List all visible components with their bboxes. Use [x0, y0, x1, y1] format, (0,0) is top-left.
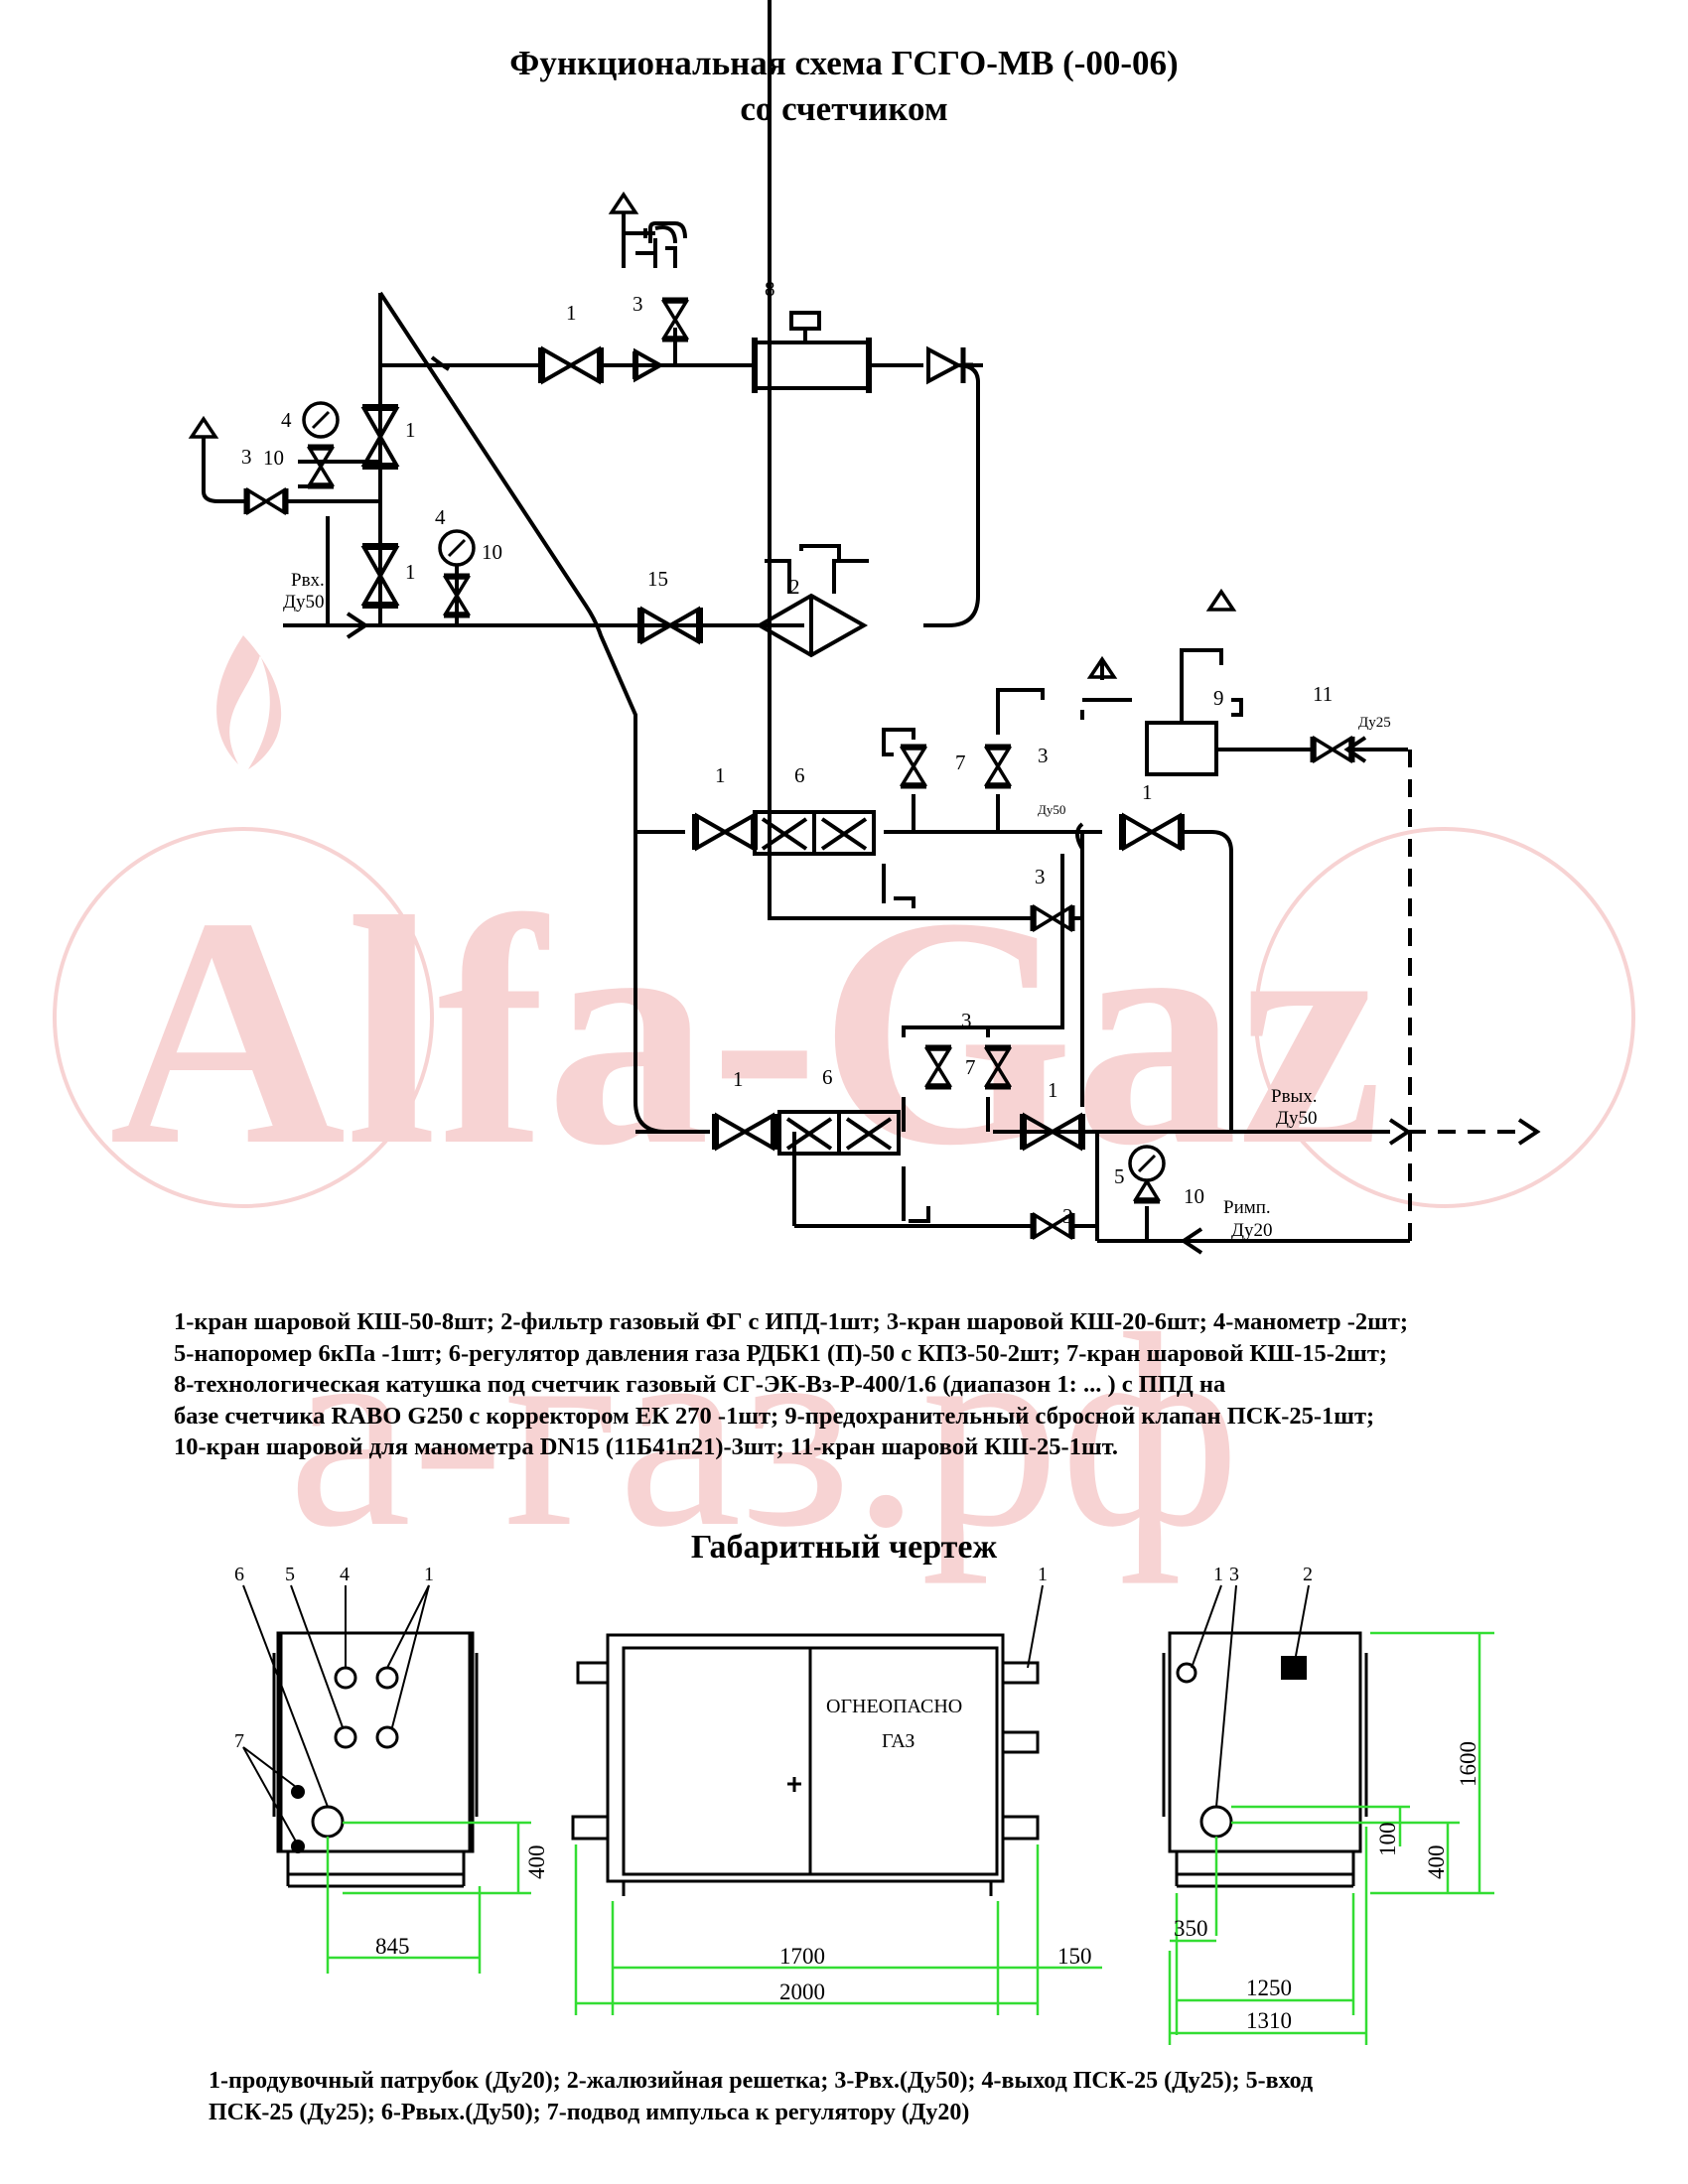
tag-6: 6 — [822, 1065, 833, 1089]
dimension-drawing: ОГНЕОПАСНО ГАЗ 6 5 4 1 7 1 1 3 2 845 400… — [234, 1564, 1494, 2045]
dim-tag-5: 5 — [285, 1564, 295, 1585]
watermark-domain: а-газ.рф — [288, 1276, 1240, 1584]
tag-10: 10 — [263, 446, 284, 470]
legend-line: 10-кран шаровой для манометра DN15 (11Б4… — [174, 1433, 1118, 1460]
tag-2: 2 — [789, 575, 800, 599]
legend-line: базе счетчика RABO G250 с корректором ЕК… — [174, 1402, 1375, 1430]
functional-schema: Рвх. Ду50 Рвых. Ду50 Римп. Ду20 Ду25 Ду5… — [190, 0, 1541, 1255]
label-inlet-diameter: Ду50 — [283, 592, 324, 613]
tag-9: 9 — [1213, 686, 1224, 710]
dim-right-small: 100 — [1375, 1823, 1400, 1857]
label-bypass-diameter: Ду50 — [1038, 802, 1065, 817]
left-view-body — [279, 1631, 472, 1853]
dim-tag-right-1: 1 — [1213, 1564, 1223, 1585]
dim-tag-front-1: 1 — [1038, 1564, 1048, 1585]
dim-right-mid: 400 — [1424, 1845, 1449, 1880]
tag-8: 8 — [765, 277, 775, 301]
dim-tag-7: 7 — [234, 1730, 244, 1752]
tag-1: 1 — [566, 301, 577, 325]
tag-4: 4 — [435, 505, 446, 529]
tag-10: 10 — [1184, 1184, 1204, 1208]
component-legend: 1-кран шаровой КШ-50-8шт; 2-фильтр газов… — [174, 1306, 1584, 1463]
dim-left-height: 400 — [524, 1845, 549, 1880]
dim-tag-1: 1 — [424, 1564, 434, 1585]
dim-tag-6: 6 — [234, 1564, 244, 1585]
tag-7: 7 — [965, 1055, 976, 1079]
tag-3: 3 — [1038, 744, 1049, 767]
tag-1: 1 — [405, 418, 416, 442]
tag-11: 11 — [1313, 682, 1333, 706]
tag-3: 3 — [241, 445, 252, 469]
dimension-legend-line: 1-продувочный патрубок (Ду20); 2-жалюзий… — [209, 2068, 1314, 2094]
dim-tag-right-3: 3 — [1229, 1564, 1239, 1585]
legend-line: 1-кран шаровой КШ-50-8шт; 2-фильтр газов… — [174, 1308, 1409, 1335]
page-subtitle: со счетчиком — [740, 89, 948, 128]
warning-text-line2: ГАЗ — [882, 1730, 914, 1752]
dim-tag-4: 4 — [340, 1564, 350, 1585]
tag-7: 7 — [955, 751, 966, 774]
label-impulse-diameter: Ду20 — [1231, 1220, 1272, 1241]
dim-front-total: 2000 — [779, 1979, 825, 2004]
tag-6: 6 — [794, 763, 805, 787]
tag-1: 1 — [1142, 780, 1153, 804]
dimension-drawing-title: Габаритный чертеж — [690, 1529, 998, 1566]
legend-line: 8-технологическая катушка под счетчик га… — [174, 1371, 1226, 1398]
dimension-legend-line: ПСК-25 (Ду25); 6-Рвых.(Ду50); 7-подвод и… — [209, 2100, 970, 2125]
dim-right-offset: 350 — [1174, 1916, 1208, 1941]
tag-3: 3 — [961, 1009, 972, 1032]
label-outlet-diameter: Ду50 — [1276, 1108, 1317, 1129]
tag-1: 1 — [405, 560, 416, 584]
dim-right-total: 1310 — [1246, 2008, 1292, 2033]
dim-front-side: 150 — [1057, 1944, 1092, 1969]
page-title: Функциональная схема ГСГО-МВ (-00-06) — [509, 44, 1179, 82]
label-relief-diameter: Ду25 — [1358, 715, 1391, 731]
tag-4: 4 — [281, 408, 292, 432]
tag-1: 1 — [733, 1067, 744, 1091]
tag-10: 10 — [482, 540, 502, 564]
tag-3: 3 — [633, 292, 643, 316]
label-outlet-pressure: Рвых. — [1271, 1086, 1318, 1107]
dim-left-width: 845 — [375, 1934, 410, 1959]
legend-line: 5-напоромер 6кПа -1шт; 6-регулятор давле… — [174, 1339, 1388, 1367]
dim-front-inner: 1700 — [779, 1944, 825, 1969]
dim-right-height: 1600 — [1456, 1741, 1480, 1787]
tag-3: 3 — [1035, 865, 1046, 888]
tag-1: 1 — [1048, 1078, 1058, 1102]
tag-3: 3 — [1062, 1204, 1073, 1228]
label-inlet-pressure: Рвх. — [291, 570, 325, 591]
watermark-brand: Alfa-Gaz — [109, 851, 1383, 1213]
dimension-legend: 1-продувочный патрубок (Ду20); 2-жалюзий… — [209, 2065, 1599, 2128]
dim-right-width: 1250 — [1246, 1976, 1292, 2000]
label-impulse-pressure: Римп. — [1223, 1197, 1271, 1218]
tag-15: 15 — [647, 567, 668, 591]
tag-5: 5 — [1114, 1164, 1125, 1188]
tag-1: 1 — [715, 763, 726, 787]
warning-text-line1: ОГНЕОПАСНО — [826, 1696, 962, 1717]
dim-tag-right-2: 2 — [1303, 1564, 1313, 1585]
